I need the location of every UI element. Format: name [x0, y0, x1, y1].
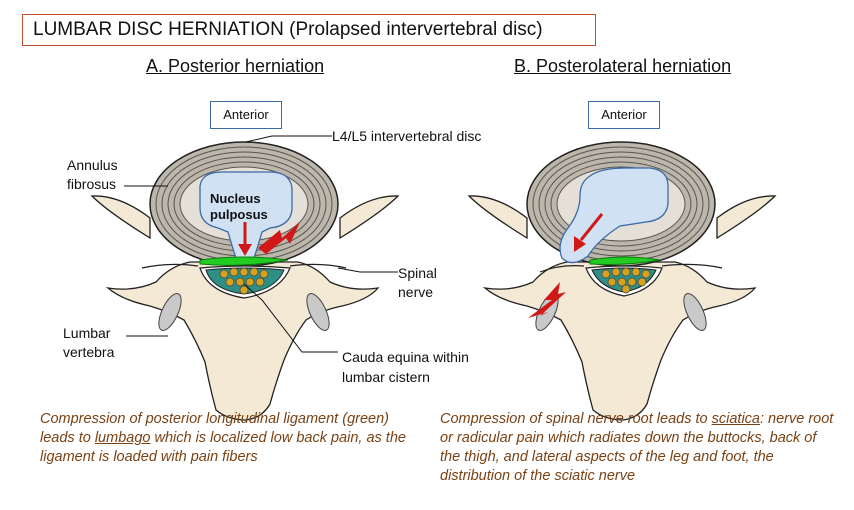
panel-b-caption-term: sciatica: [711, 411, 760, 427]
spinal-nerve-label-line2: nerve: [398, 284, 434, 300]
lumbar-vertebra-label-line2: vertebra: [63, 344, 115, 360]
panel-b-herniation-arrow: [574, 213, 604, 252]
panel-a-anterior-label: Anterior: [210, 101, 282, 129]
nucleus-label-line1: Nucleus: [210, 191, 261, 206]
lumbar-vertebra-label-line1: Lumbar: [63, 325, 111, 341]
panel-a-cauda-equina: [199, 265, 291, 299]
panel-b-ligament: [589, 256, 661, 265]
disc-label: L4/L5 intervertebral disc: [332, 128, 482, 144]
diagram-title: LUMBAR DISC HERNIATION (Prolapsed interv…: [22, 14, 596, 46]
annulus-label-line1: Annulus: [67, 157, 118, 173]
panel-a-nucleus-pulposus: [199, 171, 293, 259]
leader-lines: [124, 135, 398, 353]
panel-a-herniation-arrow: [238, 222, 252, 256]
panel-b-nucleus-pulposus: [559, 167, 669, 264]
annulus-label-line2: fibrosus: [67, 176, 117, 192]
panel-b-anterior-label: Anterior: [588, 101, 660, 129]
panel-b-caption: Compression of spinal nerve root leads t…: [440, 410, 840, 486]
cauda-equina-label-line2: lumbar cistern: [342, 369, 430, 385]
panel-a-ligament: [199, 256, 289, 266]
panel-a-caption: Compression of posterior longitudinal li…: [40, 410, 406, 467]
panel-b-cauda-equina: [585, 265, 663, 297]
panel-b-caption-pre: Compression of spinal nerve root leads t…: [440, 411, 712, 427]
panel-a-pain-bolt-icon: [258, 222, 300, 254]
nucleus-label-line2: pulposus: [210, 207, 268, 222]
panel-a-caption-pre: Compression of posterior longitudinal li…: [40, 411, 389, 446]
spinal-nerve-label-line1: Spinal: [398, 265, 437, 281]
panel-a-caption-post: which is localized low back pain, as the…: [40, 430, 406, 465]
panel-a-title: A. Posterior herniation: [146, 56, 325, 76]
panel-b-title: B. Posterolateral herniation: [514, 56, 732, 76]
panel-b-pain-bolt-icon: [528, 282, 566, 318]
panel-a-caption-term: lumbago: [94, 430, 151, 446]
cauda-equina-label-line1: Cauda equina within: [342, 349, 469, 365]
panel-b-caption-post: : nerve root or radicular pain which rad…: [440, 411, 834, 484]
